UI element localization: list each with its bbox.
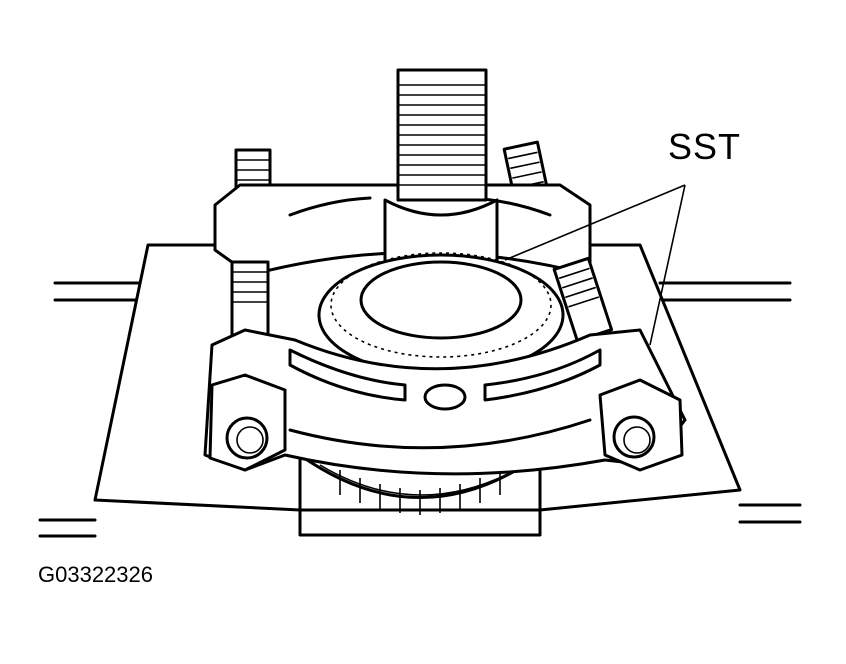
- press-shaft: [383, 68, 499, 279]
- bearing-gear: [317, 252, 565, 377]
- sst-leader-lines: [504, 184, 686, 346]
- sst-callout-label: SST: [668, 126, 742, 167]
- front-studs: [230, 256, 614, 343]
- hex-nuts: [208, 373, 684, 472]
- table-rails: [38, 281, 802, 538]
- figure-id-label: G03322326: [38, 562, 153, 587]
